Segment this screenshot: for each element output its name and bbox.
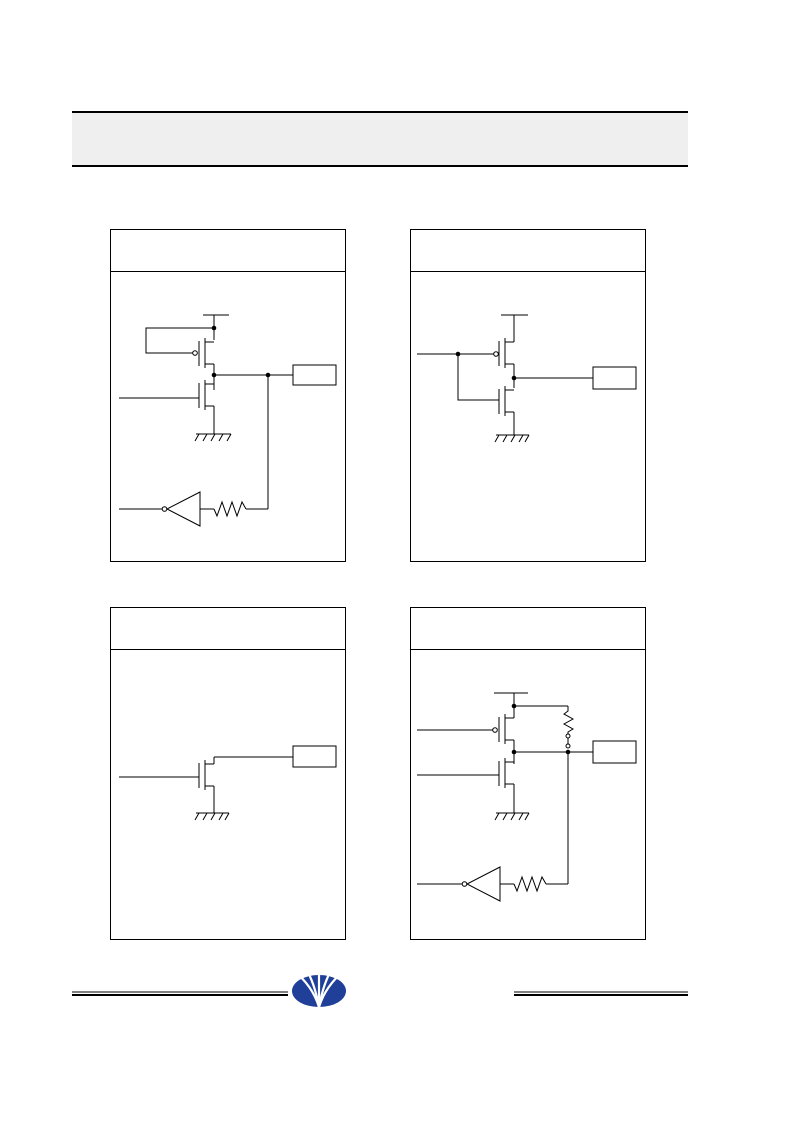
circuit-panel-top-left [110,229,346,562]
pullup-resistor [562,706,575,734]
panel-title-area [111,230,345,272]
resistor [513,875,547,893]
input-buffer-triangle [465,866,501,902]
panel-title-area [411,608,645,650]
panel-title-area [411,230,645,272]
panel-title-area [111,608,345,650]
circuit-diagram-1 [119,314,337,527]
circuit-diagram-2 [417,314,637,443]
page-header-band [72,111,688,167]
page-footer [72,965,688,1008]
output-pad [592,740,637,764]
company-logo-icon [288,965,346,1008]
output-pad [292,364,337,386]
circuit-panel-top-right [410,229,646,562]
circuit-diagram-4 [417,692,637,902]
resistor [213,500,247,518]
circuit-diagram-3 [119,745,337,821]
output-pad [292,745,337,768]
circuit-panel-bottom-right [410,607,646,940]
circuit-panel-bottom-left [110,607,346,940]
input-buffer-triangle [165,491,201,527]
output-pad [592,366,637,390]
